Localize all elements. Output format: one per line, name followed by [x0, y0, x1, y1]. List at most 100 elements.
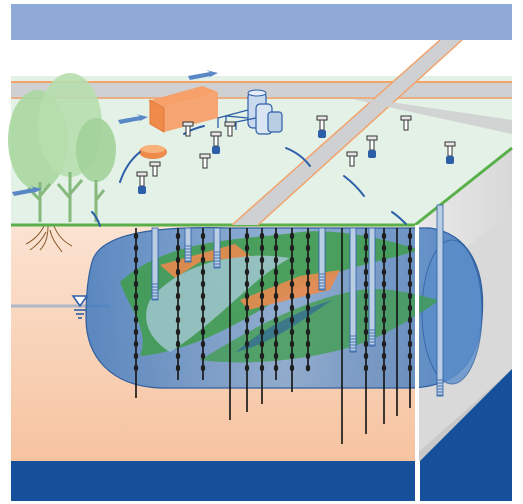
- screen-segment: [407, 280, 413, 288]
- screen-segment: [381, 244, 387, 252]
- screen-segment: [259, 256, 265, 264]
- screen-segment: [175, 304, 181, 312]
- screen-segment: [305, 232, 311, 240]
- wellhead-icon: [149, 161, 161, 177]
- screen-segment: [407, 232, 413, 240]
- screen-segment: [259, 340, 265, 348]
- screen-segment: [305, 364, 311, 372]
- wellhead-icon: [182, 121, 194, 137]
- screen-segment: [200, 268, 206, 276]
- screen-segment: [259, 328, 265, 336]
- screen-segment: [363, 364, 369, 372]
- screen-segment: [175, 316, 181, 324]
- ground-surface: [11, 76, 512, 225]
- screen-segment: [363, 280, 369, 288]
- screen-segment: [133, 280, 139, 288]
- screen-segment: [381, 292, 387, 300]
- well-casing: [318, 227, 326, 291]
- wellhead-icon: [224, 121, 236, 137]
- bottom-banner-side: [420, 369, 512, 501]
- screen-segment: [133, 316, 139, 324]
- well-casing: [184, 227, 192, 263]
- screen-segment: [363, 304, 369, 312]
- screen-segment: [363, 352, 369, 360]
- screen-segment: [273, 268, 279, 276]
- screen-segment: [289, 280, 295, 288]
- tree-roots: [25, 225, 73, 253]
- top-banner: [11, 4, 512, 40]
- screen-segment: [200, 256, 206, 264]
- screen-segment: [381, 256, 387, 264]
- screen-segment: [407, 268, 413, 276]
- screen-segment: [133, 328, 139, 336]
- screen-segment: [133, 232, 139, 240]
- plume-light-lens: [146, 255, 290, 352]
- screen-segment: [363, 268, 369, 276]
- screen-segment: [175, 292, 181, 300]
- screen-segment: [200, 304, 206, 312]
- screen-segment: [133, 340, 139, 348]
- screen-segment: [289, 232, 295, 240]
- water-table-icon: [71, 295, 89, 319]
- wellhead-icon: [366, 135, 378, 158]
- screen-segment: [175, 244, 181, 252]
- road-diagonal-edge-right: [257, 39, 463, 226]
- screen-segment: [133, 304, 139, 312]
- screen-segment: [244, 232, 250, 240]
- road-diagonal-edge: [231, 39, 441, 226]
- orange-excavation-icon: [139, 145, 167, 159]
- screen-segment: [244, 268, 250, 276]
- screen-segment: [200, 340, 206, 348]
- road-diagonal: [232, 40, 462, 225]
- wellhead-icon: [346, 151, 358, 167]
- screen-segment: [305, 256, 311, 264]
- screen-segment: [289, 244, 295, 252]
- screen-segment: [259, 364, 265, 372]
- screen-segment: [363, 256, 369, 264]
- screen-segment: [273, 340, 279, 348]
- screen-segment: [175, 268, 181, 276]
- screen-segment: [407, 244, 413, 252]
- screen-segment: [289, 340, 295, 348]
- screen-segment: [381, 364, 387, 372]
- well-casing: [213, 227, 221, 269]
- screen-segment: [244, 328, 250, 336]
- screen-segment: [259, 292, 265, 300]
- screen-segment: [175, 328, 181, 336]
- screen-segment: [273, 316, 279, 324]
- screen-segment: [175, 364, 181, 372]
- screen-segment: [289, 316, 295, 324]
- screen-segment: [305, 304, 311, 312]
- screen-segment: [305, 280, 311, 288]
- screen-segment: [259, 244, 265, 252]
- screen-segment: [175, 256, 181, 264]
- screen-segment: [200, 280, 206, 288]
- screen-segment: [407, 316, 413, 324]
- screen-segment: [133, 352, 139, 360]
- screen-segment: [200, 352, 206, 360]
- screen-segment: [381, 304, 387, 312]
- screen-segment: [259, 268, 265, 276]
- screen-segment: [363, 292, 369, 300]
- treatment-shed-icon: [148, 86, 218, 133]
- screen-segment: [273, 328, 279, 336]
- screen-segment: [363, 340, 369, 348]
- screen-segment: [259, 232, 265, 240]
- screen-segment: [381, 280, 387, 288]
- well-casing: [368, 227, 376, 347]
- wellhead-icon: [199, 153, 211, 169]
- screen-segment: [133, 292, 139, 300]
- screen-segment: [289, 256, 295, 264]
- wellhead-icon: [136, 171, 148, 194]
- screen-segment: [273, 352, 279, 360]
- screen-segment: [244, 292, 250, 300]
- plume-orange-lens-lower: [240, 270, 340, 310]
- screen-segment: [200, 292, 206, 300]
- well-group: [133, 204, 444, 444]
- bottom-banner: [11, 461, 415, 501]
- screen-segment: [407, 292, 413, 300]
- screen-segment: [289, 328, 295, 336]
- screen-segment: [407, 352, 413, 360]
